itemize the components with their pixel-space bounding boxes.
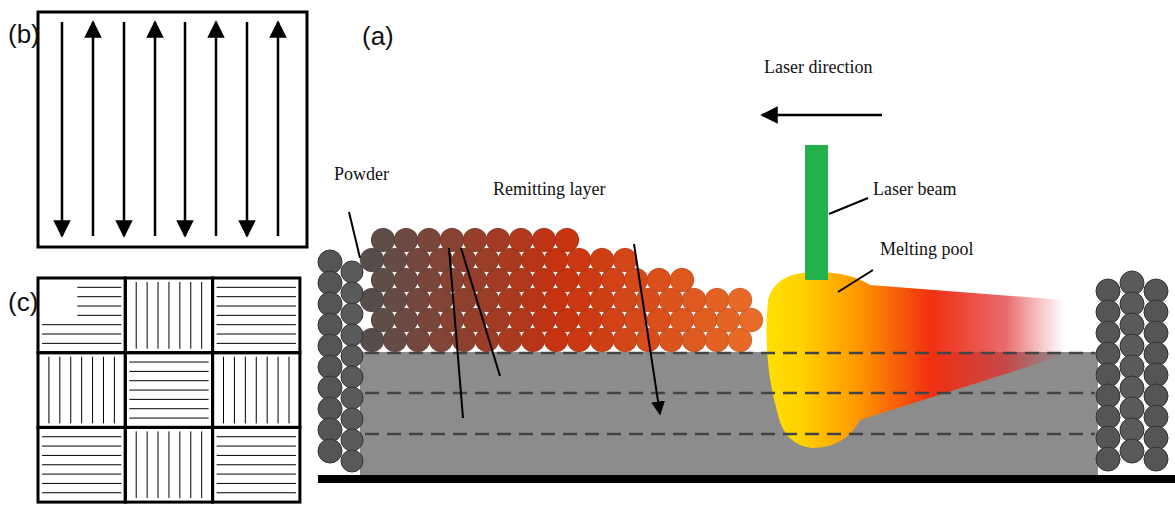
part-label: Powder (334, 165, 389, 185)
panel-label: (a) (362, 22, 394, 51)
panel-label: (b) (8, 20, 40, 49)
part-label: Laser direction (764, 58, 872, 78)
laser-beam (805, 145, 828, 280)
leader-lines (349, 198, 873, 418)
build-plate (318, 475, 1175, 483)
part-label: Laser beam (873, 180, 956, 200)
scan-pattern-b (38, 12, 307, 247)
direction-arrow (762, 114, 882, 117)
layer-lines (365, 353, 1095, 434)
melt-pool (766, 272, 1065, 448)
part-label: Remitting layer (493, 180, 605, 200)
lpbf-illustration (318, 115, 1175, 483)
panel-label: (c) (8, 288, 38, 317)
scan-pattern-c (38, 278, 300, 502)
part-label: Melting pool (880, 240, 974, 260)
